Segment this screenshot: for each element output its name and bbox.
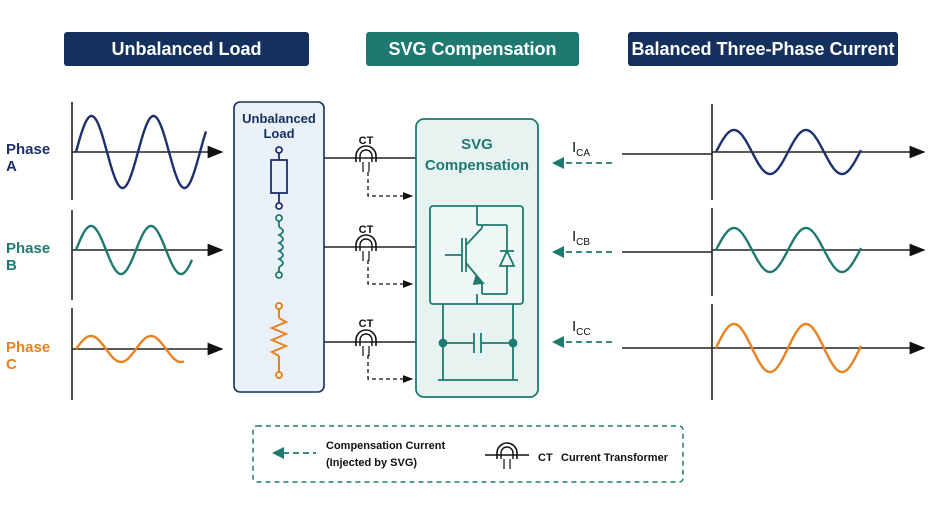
current-icc-label: ICC [572,318,591,338]
capacitor-icon [438,304,518,381]
legend-ct-abbr: CT [538,452,553,464]
ct-icon-c [355,329,377,356]
header-svg-compensation: SVG Compensation [366,32,579,66]
ct-label-a: CT [359,135,374,147]
current-ica-label: ICA [572,139,590,159]
svg-box-title-2: Compensation [425,157,529,174]
phase-b-label: Phase B [6,240,51,274]
header-unbalanced-load: Unbalanced Load [64,32,309,66]
ct-icon-b [355,234,377,261]
phase-b-waveform-left [74,224,194,276]
legend-box [252,425,684,483]
inductor-icon [275,214,284,279]
phase-c-waveform-left [75,334,185,364]
ct-sense-lines [367,172,414,383]
phase-b-waveform-right [714,226,863,274]
legend-ct-icon [485,442,529,469]
load-box-title-1: Unbalanced [242,111,316,126]
current-icb-label: ICB [572,228,590,248]
resistor-icon [270,146,288,210]
svg-box-title-1: SVG [461,136,493,153]
ct-label-c: CT [359,318,374,330]
legend-comp-line2: (Injected by SVG) [326,457,417,469]
zigzag-resistor-icon [269,302,289,379]
header-balanced-current: Balanced Three-Phase Current [628,32,898,66]
legend-arrowhead-icon [272,447,284,459]
ct-label-b: CT [359,224,374,236]
igbt-icon [429,205,524,305]
compensation-arrowheads [552,157,564,348]
legend-comp-line1: Compensation Current [326,440,446,452]
phase-lines [324,157,416,343]
left-waveform-axes [71,102,224,400]
phase-c-label: Phase C [6,339,51,373]
ct-icon-a [355,145,377,172]
phase-a-waveform-left [74,114,208,190]
phase-a-waveform-right [714,128,863,176]
right-waveform-axes [622,104,926,400]
phase-a-label: Phase A [6,141,51,175]
compensation-arrows [562,162,612,343]
phase-c-waveform-right [714,322,863,374]
load-box-title-2: Load [263,126,294,141]
legend-ct-full: Current Transformer [561,452,669,464]
